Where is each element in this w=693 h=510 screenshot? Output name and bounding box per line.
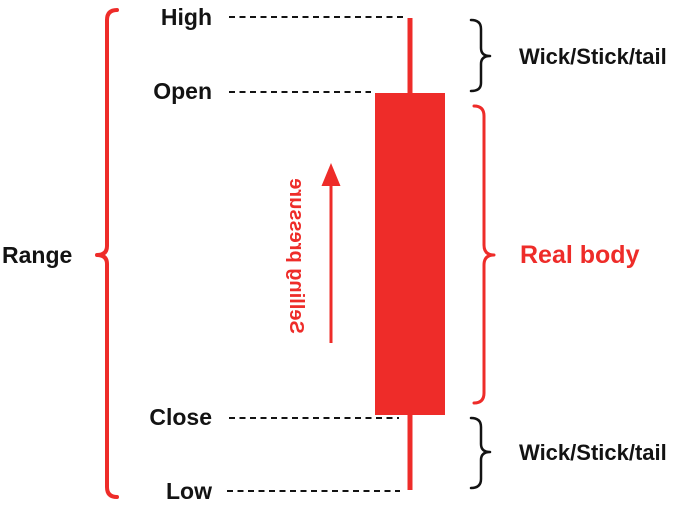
open-label: Open xyxy=(153,78,212,104)
pressure-arrow-up-icon xyxy=(321,163,341,186)
lower-wick-brace-icon xyxy=(469,416,492,490)
low-label: Low xyxy=(166,478,212,504)
range-label: Range xyxy=(2,242,73,268)
upper-wick-label: Wick/Stick/tail xyxy=(519,44,667,69)
selling-pressure-label: Selling pressure xyxy=(285,178,307,334)
high-label: High xyxy=(160,4,212,30)
range-brace-icon xyxy=(95,8,119,499)
real-body-label: Real body xyxy=(520,241,640,269)
close-label: Close xyxy=(149,404,212,430)
upper-wick-brace-icon xyxy=(469,18,492,93)
candle-real-body xyxy=(375,93,445,415)
real-body-brace-icon xyxy=(472,104,496,405)
lower-wick-label: Wick/Stick/tail xyxy=(519,440,667,465)
